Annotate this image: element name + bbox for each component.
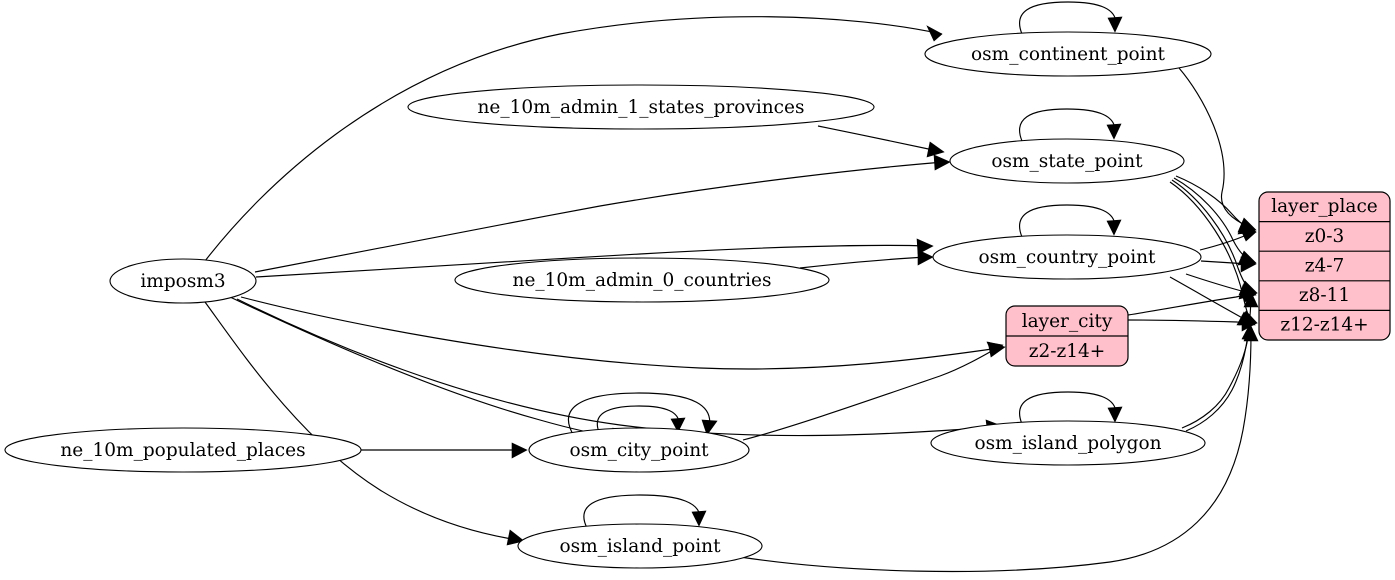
node-label-ne-countries: ne_10m_admin_0_countries: [513, 270, 772, 291]
edge-layer-city-to-place-z8-11: [1127, 287, 1258, 316]
self-loop-continent: [1019, 1, 1123, 35]
edge-imposm3-to-country: [255, 238, 934, 278]
edge-continent-to-place-z0-3: [1178, 67, 1257, 233]
edge-island-polygon-to-place-z8-11: [1185, 291, 1259, 432]
edge-ne-countries-to-country: [799, 249, 934, 269]
node-osm-city-point[interactable]: osm_city_point: [528, 427, 750, 473]
record-title-layer-place: layer_place: [1271, 196, 1378, 217]
record-row-layer-place-z8-11[interactable]: z8-11: [1299, 285, 1350, 306]
node-label-osm-island-polygon: osm_island_polygon: [974, 433, 1161, 454]
record-row-layer-place-z4-7[interactable]: z4-7: [1305, 255, 1345, 276]
node-ne-10m-populated-places[interactable]: ne_10m_populated_places: [4, 427, 362, 473]
edge-country-to-place-z0-3: [1199, 227, 1257, 251]
edge-imposm3-to-island-polygon: [236, 298, 1003, 437]
node-label-osm-continent-point: osm_continent_point: [971, 44, 1165, 65]
node-layer: imposm3 ne_10m_admin_1_states_provinces …: [4, 31, 1212, 569]
node-label-ne-states: ne_10m_admin_1_states_provinces: [478, 97, 805, 118]
record-layer: layer_city z2-z14+ layer_place z0-3 z4-7…: [1005, 191, 1391, 367]
node-ne-10m-admin-0-countries[interactable]: ne_10m_admin_0_countries: [454, 257, 830, 303]
edge-imposm3-to-state: [254, 154, 951, 273]
edge-country-to-place-z4-7: [1200, 256, 1257, 273]
node-osm-country-point[interactable]: osm_country_point: [932, 234, 1202, 280]
self-loop-island-polygon: [1019, 391, 1123, 425]
self-loop-island-point: [583, 494, 707, 529]
node-osm-state-point[interactable]: osm_state_point: [949, 138, 1185, 184]
node-label-osm-country-point: osm_country_point: [979, 247, 1157, 268]
self-loop-city-inner: [596, 405, 686, 433]
node-label-ne-places: ne_10m_populated_places: [60, 440, 305, 461]
node-ne-10m-admin-1-states-provinces[interactable]: ne_10m_admin_1_states_provinces: [407, 84, 875, 130]
edge-imposm3-to-city: [229, 296, 627, 443]
edge-imposm3-to-continent: [204, 16, 943, 262]
record-row-layer-place-z0-3[interactable]: z0-3: [1305, 226, 1345, 247]
self-loop-state: [1019, 108, 1122, 142]
record-title-layer-city: layer_city: [1022, 311, 1113, 332]
node-label-osm-state-point: osm_state_point: [991, 151, 1143, 172]
edge-imposm3-to-layer-city: [240, 296, 1006, 370]
edge-city-to-layer-city: [742, 341, 1004, 441]
self-loop-city-outer: [568, 392, 718, 437]
edge-ne-places-to-city: [361, 442, 528, 459]
node-osm-island-point[interactable]: osm_island_point: [517, 523, 763, 569]
node-label-osm-island-point: osm_island_point: [559, 536, 721, 557]
record-row-layer-place-z12-z14[interactable]: z12-z14+: [1280, 315, 1368, 336]
edge-island-point-to-place-z12-z14: [739, 325, 1259, 573]
edge-imposm3-to-island-point: [204, 301, 525, 546]
node-imposm3[interactable]: imposm3: [109, 258, 257, 304]
record-node-layer-place[interactable]: layer_place z0-3 z4-7 z8-11 z12-z14+: [1258, 191, 1391, 341]
self-loop-country: [1019, 204, 1122, 238]
record-row-layer-city-z2-z14[interactable]: z2-z14+: [1029, 341, 1106, 362]
edge-ne-states-to-state: [817, 125, 945, 158]
node-osm-continent-point[interactable]: osm_continent_point: [924, 31, 1212, 77]
node-osm-island-polygon[interactable]: osm_island_polygon: [930, 420, 1206, 466]
node-label-imposm3: imposm3: [140, 271, 225, 292]
node-label-osm-city-point: osm_city_point: [569, 440, 709, 461]
record-node-layer-city[interactable]: layer_city z2-z14+: [1005, 305, 1129, 367]
